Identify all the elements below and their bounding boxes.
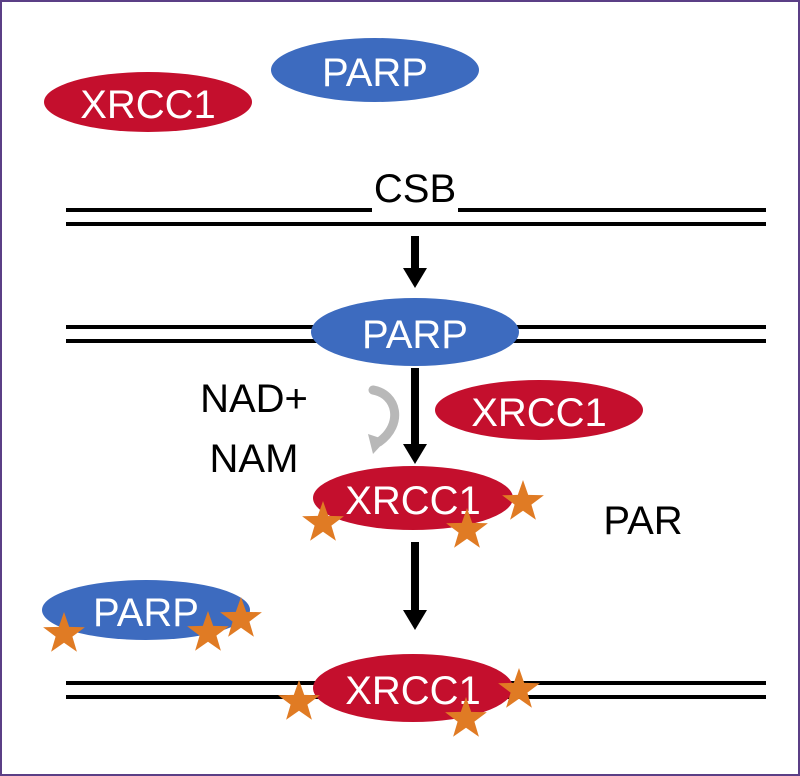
parp-label-bound: PARP — [362, 313, 468, 357]
xrcc1-label-right: XRCC1 — [471, 391, 607, 435]
par-star-icon — [445, 697, 487, 737]
dna-strand-1 — [66, 208, 766, 226]
par-star-icon — [43, 612, 85, 652]
free-parp-top: PARP — [271, 38, 479, 102]
par-stars-2 — [43, 597, 262, 652]
par-star-icon — [446, 508, 488, 548]
par-stars-3 — [278, 668, 540, 737]
parylated-parp: PARP — [42, 580, 250, 640]
free-xrcc1-top: XRCC1 — [44, 72, 252, 132]
xrcc1-label-bound: XRCC1 — [345, 669, 481, 713]
free-xrcc1-right: XRCC1 — [435, 380, 643, 440]
xrcc1-label-parylated: XRCC1 — [345, 479, 481, 523]
par-star-icon — [302, 501, 344, 541]
xrcc1-label-top: XRCC1 — [80, 83, 216, 127]
parp-label-top: PARP — [322, 51, 428, 95]
nam-label: NAM — [210, 437, 299, 481]
par-label: PAR — [603, 499, 682, 543]
par-star-icon — [502, 480, 544, 520]
par-star-icon — [498, 668, 540, 708]
par-star-icon — [278, 680, 320, 720]
par-stars-1 — [302, 480, 544, 548]
nad-label: NAD+ — [200, 377, 308, 421]
par-star-icon — [220, 597, 262, 637]
bound-xrcc1: XRCC1 — [313, 654, 513, 722]
parylated-xrcc1: XRCC1 — [313, 466, 513, 530]
bound-parp: PARP — [311, 298, 519, 366]
par-star-icon — [187, 611, 229, 651]
nad-conversion-arrow — [368, 385, 400, 454]
arrow-2 — [403, 368, 427, 464]
csb-label: CSB — [374, 167, 456, 211]
parp-label-released: PARP — [93, 591, 199, 635]
arrow-3 — [403, 542, 427, 630]
arrow-1 — [403, 236, 427, 288]
